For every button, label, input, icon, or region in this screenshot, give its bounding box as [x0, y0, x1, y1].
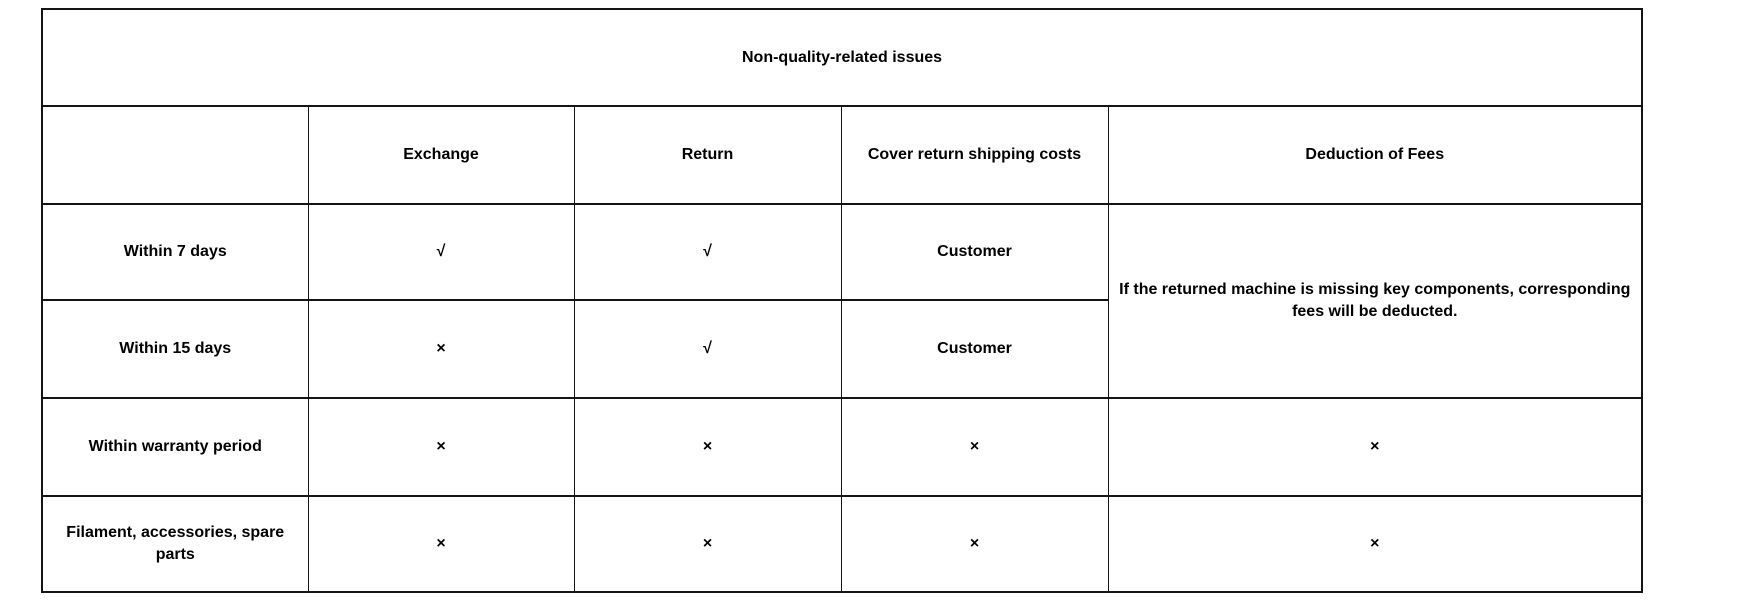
- check-mark: √: [573, 299, 842, 399]
- header-deduction-fees: Deduction of Fees: [1107, 105, 1643, 205]
- header-exchange: Exchange: [307, 105, 575, 205]
- table-title-row: Non-quality-related issues: [41, 8, 1643, 107]
- cross-mark: ×: [1107, 397, 1643, 497]
- row-label: Within warranty period: [41, 397, 309, 497]
- check-mark: √: [573, 203, 842, 301]
- cross-mark: ×: [840, 495, 1109, 593]
- table-row-within-warranty-period: Within warranty period × × × ×: [41, 397, 1643, 497]
- cross-mark: ×: [307, 495, 575, 593]
- cross-mark: ×: [573, 495, 842, 593]
- header-shipping-costs: Cover return shipping costs: [840, 105, 1109, 205]
- deduction-fees-note: If the returned machine is missing key c…: [1107, 203, 1643, 399]
- row-label: Filament, accessories, spare parts: [41, 495, 309, 593]
- table-row-filament-accessories-spare-parts: Filament, accessories, spare parts × × ×…: [41, 495, 1643, 593]
- shipping-payer: Customer: [840, 203, 1109, 301]
- cross-mark: ×: [840, 397, 1109, 497]
- header-empty-cell: [41, 105, 309, 205]
- check-mark: √: [307, 203, 575, 301]
- shipping-payer: Customer: [840, 299, 1109, 399]
- row-label: Within 7 days: [41, 203, 309, 301]
- header-return: Return: [573, 105, 842, 205]
- cross-mark: ×: [573, 397, 842, 497]
- table-row-within-7-days: Within 7 days √ √ Customer If the return…: [41, 203, 1643, 399]
- table-row-within-15-days: Within 15 days × √ Customer: [41, 299, 1642, 399]
- cross-mark: ×: [307, 299, 575, 399]
- table-header-row: Exchange Return Cover return shipping co…: [41, 105, 1643, 205]
- cross-mark: ×: [1107, 495, 1643, 593]
- table-title: Non-quality-related issues: [41, 8, 1643, 107]
- return-policy-table: Non-quality-related issues Exchange Retu…: [41, 8, 1644, 593]
- cross-mark: ×: [307, 397, 575, 497]
- row-label: Within 15 days: [41, 299, 309, 399]
